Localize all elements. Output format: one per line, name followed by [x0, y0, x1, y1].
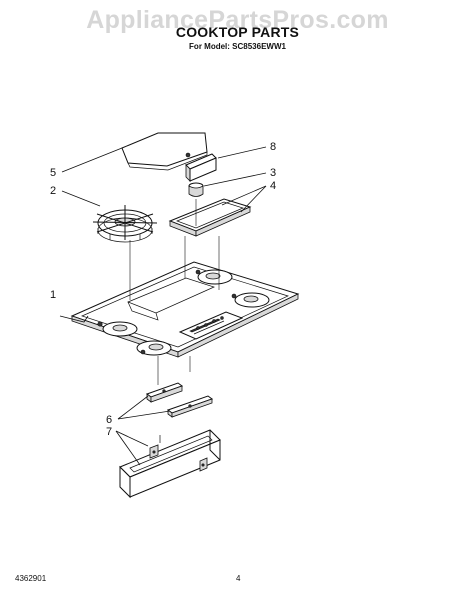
model-subtitle: For Model: SC8536EWW1: [189, 42, 286, 51]
callout-5: 5: [50, 167, 56, 179]
leader-2: [61, 190, 101, 207]
callout-8: 8: [270, 141, 276, 153]
leader-7b: [115, 430, 141, 466]
part-5-cover-plate: [121, 132, 208, 171]
page-title: COOKTOP PARTS: [175, 24, 300, 40]
leader-8: [217, 146, 267, 159]
leader-3: [203, 172, 267, 187]
part-2-burner-grate: [92, 205, 158, 243]
callout-4: 4: [270, 180, 276, 192]
page-number: 4: [236, 574, 241, 583]
leader-4b: [240, 185, 267, 213]
part-3-cap: [188, 182, 204, 197]
part-4-trim-frame: [168, 198, 252, 237]
callout-6: 6: [106, 414, 112, 426]
document-number: 4362901: [15, 574, 47, 583]
leader-6a: [117, 395, 149, 420]
part-8-bar: [185, 153, 217, 182]
leader-1: [59, 315, 89, 323]
leader-6b: [117, 410, 171, 420]
callout-3: 3: [270, 167, 276, 179]
leader-4a: [221, 185, 267, 206]
callout-2: 2: [50, 185, 56, 197]
part-6-brackets: [145, 382, 214, 418]
part-7-burner-box: [119, 429, 221, 499]
callout-1: 1: [50, 289, 56, 301]
assembly-guide-lines: [129, 199, 220, 385]
watermark: AppliancePartsPros.com: [86, 6, 389, 34]
leader-7a: [115, 430, 149, 447]
callout-7: 7: [106, 426, 112, 438]
leader-5: [61, 147, 123, 173]
callout-leaders: [59, 146, 267, 466]
part-1-cooktop-top: [70, 261, 300, 358]
